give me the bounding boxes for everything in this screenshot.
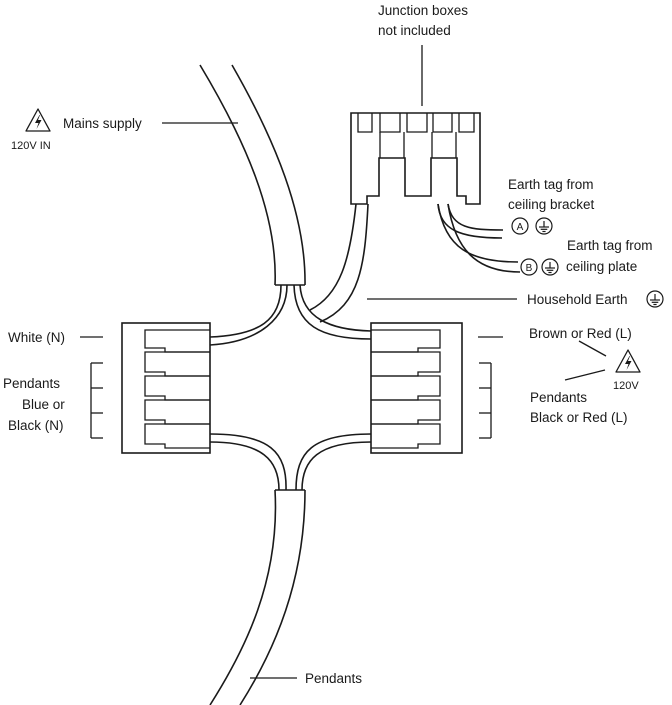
mains-wires [209, 284, 372, 346]
brown-red-live-label: Brown or Red (L) [529, 326, 632, 341]
high-voltage-warning-icon [615, 349, 641, 373]
pendants-left-line2: Blue or [22, 397, 65, 412]
right-connector-block [370, 322, 463, 454]
right-pendant-bracket [479, 362, 492, 439]
earth-plate-label-line1: Earth tag from [567, 238, 653, 253]
junction-label-line2: not included [378, 23, 451, 38]
tag-a-circle: A [511, 217, 529, 235]
earth-bracket-label-line2: ceiling bracket [508, 197, 595, 212]
pendant-wires [209, 433, 372, 491]
pendants-right-line2: Black or Red (L) [530, 410, 628, 425]
voltage-label: 120V [613, 380, 639, 392]
earth-plate-label-line2: ceiling plate [566, 259, 637, 274]
pendants-cable [209, 489, 306, 705]
earth-ground-icon [646, 290, 664, 308]
junction-box [350, 112, 481, 205]
pendants-left-line1: Pendants [3, 376, 60, 391]
tag-b-circle: B [520, 258, 538, 276]
earth-ground-icon [535, 217, 553, 235]
pendants-bottom-label: Pendants [305, 671, 362, 686]
earth-ground-icon [541, 258, 559, 276]
left-connector-block [121, 322, 211, 454]
mains-voltage-label: 120V IN [11, 140, 51, 152]
tag-b-label: B [526, 263, 533, 274]
junction-label-line1: Junction boxes [378, 3, 468, 18]
leader-lines [80, 45, 607, 679]
mains-supply-cable [199, 64, 306, 286]
earth-bracket-label-line1: Earth tag from [508, 177, 594, 192]
household-earth-label: Household Earth [527, 292, 628, 307]
white-neutral-label: White (N) [8, 330, 65, 345]
earth-wires [309, 203, 521, 323]
pendants-right-line1: Pendants [530, 390, 587, 405]
tag-a-label: A [517, 222, 524, 233]
high-voltage-warning-icon [25, 108, 51, 132]
pendants-left-line3: Black (N) [8, 418, 64, 433]
left-pendant-bracket [90, 362, 103, 439]
mains-supply-label: Mains supply [63, 116, 142, 131]
